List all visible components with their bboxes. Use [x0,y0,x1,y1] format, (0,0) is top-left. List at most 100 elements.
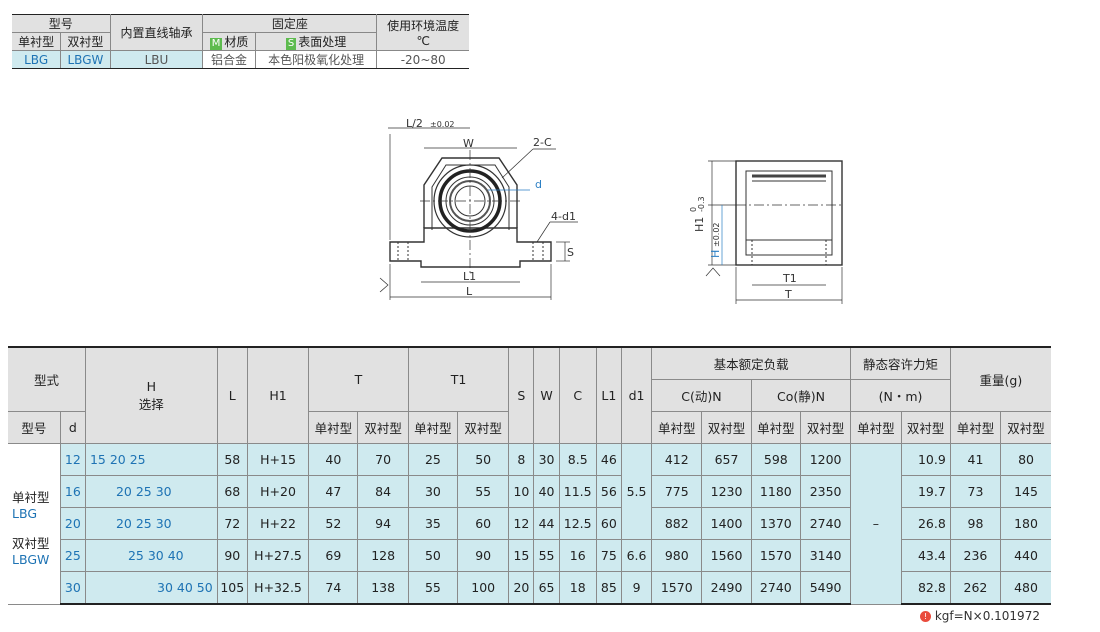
dim-s: S [567,246,574,259]
th-m-double: 双衬型 [900,411,951,444]
cell-t1-single: 50 [407,539,459,572]
th-bearing: 内置直线轴承 [109,14,204,51]
cell-l: 68 [216,475,248,508]
cell-wt-single: 98 [949,507,1002,540]
th-l1: L1 [595,346,622,444]
th-cdyn-double: 双衬型 [701,411,752,444]
cell-moment-double: 26.8 [900,507,951,540]
th-t-double: 双衬型 [357,411,409,444]
cell-h: 30 40 50 [84,571,218,605]
dim-l: L [466,285,473,298]
cell-l: 90 [216,539,248,572]
th-temp-unit: ℃ [416,34,430,48]
cell-moment-single: – [850,443,902,605]
cell-t1-double: 50 [457,443,510,476]
cell-d1: 6.6 [620,539,653,572]
cell-h1: H+32.5 [246,571,310,605]
model-double-code: LBGW [12,551,50,567]
cell-d: 12 [59,443,86,476]
cell-t-double: 128 [357,539,409,572]
cell-h1: H+27.5 [246,539,310,572]
cell-l: 58 [216,443,248,476]
cell-cst-double: 3140 [799,539,852,572]
th-load: 基本额定负载 [651,346,852,380]
cell-moment-double: 19.7 [900,475,951,508]
s-badge-icon: S [285,38,297,50]
th-d: d [59,411,86,444]
th-h1: H1 [246,346,310,444]
th-h-label: H [146,378,157,394]
table-row: 单衬型 LBG 双衬型 LBGW 12 15 20 25 58 H+15 40 … [8,443,1051,605]
cell-h1: H+15 [246,443,310,476]
th-t1-single: 单衬型 [407,411,459,444]
cell-h1: H+22 [246,507,310,540]
cell-model-group: 单衬型 LBG 双衬型 LBGW [8,443,61,605]
cell-t-single: 52 [308,507,359,540]
th-wt-single: 单衬型 [949,411,1002,444]
cell-s: 10 [508,475,535,508]
th-w: W [533,346,560,444]
cell-bearing: LBU [109,50,204,69]
th-c: C [558,346,597,444]
cell-t-single: 69 [308,539,359,572]
cell-t1-single: 35 [407,507,459,540]
dim-t1: T1 [782,272,797,285]
th-moment: 静态容许力矩 [850,346,951,380]
th-t: T [308,346,409,412]
cell-t1-single: 30 [407,475,459,508]
dim-d1: 4-d1 [551,210,576,223]
cell-cst-double: 2350 [799,475,852,508]
dim-h: H [709,250,722,258]
cell-h1: H+20 [246,475,310,508]
th-cst-single: 单衬型 [750,411,801,444]
th-material-label: 材质 [224,35,249,49]
cell-t1-single: 25 [407,443,459,476]
cell-t-double: 84 [357,475,409,508]
dim-t: T [784,288,792,301]
th-cdyn-single: 单衬型 [651,411,703,444]
front-view [379,127,578,300]
model-double: 双衬型 [12,535,50,551]
cell-w: 40 [533,475,560,508]
cell-t-single: 74 [308,571,359,605]
cell-d: 20 [59,507,86,540]
cell-c: 12.5 [558,507,597,540]
th-cst-double: 双衬型 [799,411,852,444]
cell-l: 105 [216,571,248,605]
cell-cst-double: 5490 [799,571,852,605]
cell-s: 12 [508,507,535,540]
cell-cdyn-double: 1560 [701,539,752,572]
cell-t-double: 70 [357,443,409,476]
cell-t1-double: 100 [457,571,510,605]
m-badge-icon: M [209,38,223,50]
dim-l-half: L/2 [406,117,423,130]
side-view [705,160,843,304]
dim-h1: H1 [693,217,706,232]
th-moment-unit: (N・m) [850,379,951,412]
cell-wt-single: 262 [949,571,1002,605]
cell-c: 11.5 [558,475,597,508]
cell-l1: 60 [595,507,622,540]
cell-t-single: 40 [308,443,359,476]
cell-cdyn-double: 2490 [701,571,752,605]
dim-w: W [463,137,474,150]
th-h: H 选择 [84,346,218,444]
cell-w: 65 [533,571,560,605]
th-wt-double: 双衬型 [1000,411,1051,444]
cell-s: 8 [508,443,535,476]
cell-t1-double: 55 [457,475,510,508]
cell-l1: 46 [595,443,622,476]
th-c-dyn: C(动)N [651,379,752,412]
cell-temp: -20~80 [376,50,469,69]
th-h-sub: 选择 [138,396,164,412]
cell-d: 25 [59,539,86,572]
th-temp: 使用环境温度 ℃ [376,14,469,51]
table-row: 16 20 25 30 68 H+20 47 84 30 55 10 40 11… [8,475,1051,508]
cell-wt-single: 236 [949,539,1002,572]
th-t1: T1 [407,346,510,412]
cell-s: 15 [508,539,535,572]
th-single: 单衬型 [12,32,62,51]
unit-note: ! kgf=N×0.101972 [920,609,1040,623]
